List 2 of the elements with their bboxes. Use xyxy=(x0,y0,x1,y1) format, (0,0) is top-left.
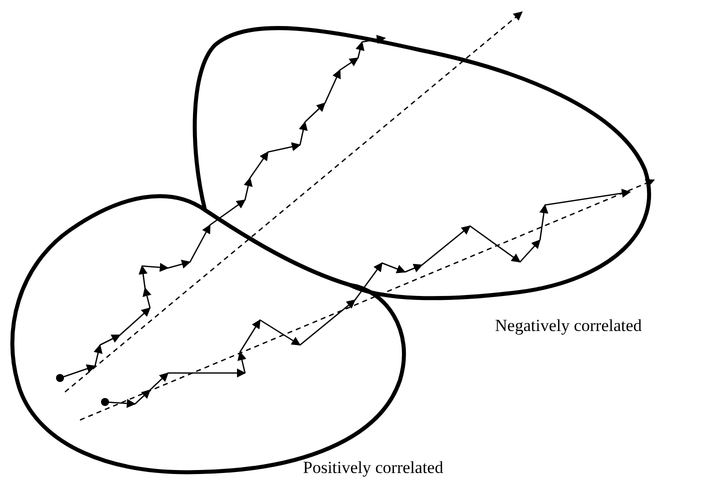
region-label: Positively correlated xyxy=(303,458,444,478)
region-label: Negatively correlated xyxy=(495,316,642,336)
